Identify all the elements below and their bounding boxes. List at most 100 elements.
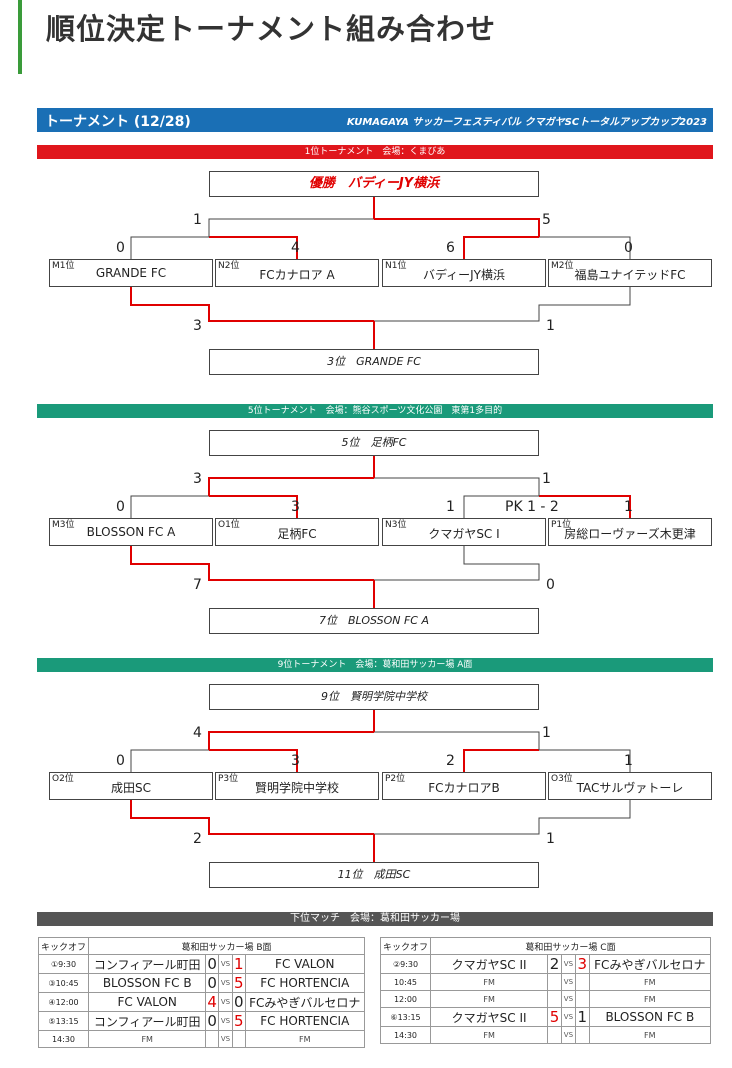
- away-team: FCみやぎバルセロナ: [244, 992, 366, 1012]
- pk-result: PK 1 - 2: [505, 499, 559, 515]
- vs-label: VS: [560, 954, 577, 974]
- bracket-connector: [539, 236, 631, 259]
- bracket-connector: [130, 495, 209, 518]
- away-score: [232, 1030, 246, 1048]
- winner-result-box: 5位 足柄FC: [209, 430, 539, 456]
- away-score: 0: [232, 992, 246, 1012]
- vs-label: VS: [217, 1030, 234, 1048]
- match-row: 12:00 FM VS FM: [379, 990, 712, 1008]
- kickoff-time: 14:30: [379, 1026, 432, 1044]
- match-row: ①9:30 コンフィアール町田 0 VS 1 FC VALON: [37, 954, 366, 974]
- team-name: BLOSSON FC A: [86, 525, 176, 539]
- bracket-connector: [463, 236, 539, 259]
- away-score: 5: [232, 973, 246, 993]
- away-score: [575, 973, 590, 991]
- team-box: P3位賢明学院中学校: [215, 772, 379, 800]
- vs-label: VS: [560, 990, 577, 1008]
- vs-label: VS: [560, 1007, 577, 1027]
- winner-result-box: 優勝 バディーJY横浜: [209, 171, 539, 197]
- team-name: 賢明学院中学校: [254, 781, 339, 795]
- score-final-right: 1: [542, 471, 551, 487]
- away-team: BLOSSON FC B: [588, 1007, 712, 1027]
- home-team: クマガヤSC II: [430, 954, 549, 974]
- team-name: FCカナロアB: [428, 781, 500, 795]
- title-accent-bar: [18, 0, 22, 74]
- home-team: FC VALON: [88, 992, 207, 1012]
- home-score: [547, 990, 562, 1008]
- kickoff-header: キックオフ: [37, 937, 90, 955]
- seed-tag: N2位: [218, 261, 240, 271]
- score-third-left: 7: [193, 577, 202, 593]
- home-score: [547, 1026, 562, 1044]
- vs-label: VS: [560, 1026, 577, 1044]
- home-team: FM: [430, 990, 549, 1008]
- lower-match-table: キックオフ 葛和田サッカー場 C面 ②9:30 クマガヤSC II 2 VS 3…: [379, 937, 712, 1044]
- home-score: [547, 973, 562, 991]
- bracket-connector: [209, 236, 298, 259]
- away-team: FM: [588, 990, 712, 1008]
- bracket-connector: [374, 218, 540, 237]
- match-row: 14:30 FM VS FM: [37, 1030, 366, 1048]
- score-third-right: 1: [546, 318, 555, 334]
- match-row: ⑤13:15 コンフィアール町田 0 VS 5 FC HORTENCIA: [37, 1011, 366, 1031]
- venue-header: 葛和田サッカー場 C面: [430, 937, 711, 955]
- match-row: ⑥13:15 クマガヤSC II 5 VS 1 BLOSSON FC B: [379, 1007, 712, 1027]
- bracket-connector: [374, 800, 631, 835]
- section-bar: 9位トーナメント 会場：葛和田サッカー場 A面: [37, 658, 713, 672]
- away-score: 1: [575, 1007, 590, 1027]
- match-row: 10:45 FM VS FM: [379, 973, 712, 991]
- seed-tag: O1位: [218, 520, 240, 530]
- bracket-connector: [374, 287, 631, 322]
- bracket-connector: [209, 495, 298, 518]
- seed-tag: N1位: [385, 261, 407, 271]
- score-final-left: 1: [193, 212, 202, 228]
- team-name: FCカナロア A: [259, 268, 335, 282]
- home-score: [205, 1030, 219, 1048]
- team-box: M1位 GRANDE FC: [49, 259, 213, 287]
- vs-label: VS: [560, 973, 577, 991]
- away-team: FM: [244, 1030, 366, 1048]
- seed-tag: M1位: [52, 261, 75, 271]
- score-third-right: 0: [546, 577, 555, 593]
- bracket-connector: [374, 546, 540, 581]
- home-team: FM: [430, 973, 549, 991]
- seed-tag: O3位: [551, 774, 573, 784]
- vs-label: VS: [217, 954, 234, 974]
- seed-tag: P1位: [551, 520, 572, 530]
- team-box: N2位 FCカナロア A: [215, 259, 379, 287]
- team-name: TACサルヴァトーレ: [576, 781, 684, 795]
- lower-matches-bar: 下位マッチ 会場：葛和田サッカー場: [37, 912, 713, 926]
- team-name: 足柄FC: [277, 527, 317, 541]
- score-semifinal-left: 0: [116, 499, 125, 515]
- home-score: 5: [547, 1007, 562, 1027]
- away-team: FC HORTENCIA: [244, 973, 366, 993]
- match-row: ③10:45 BLOSSON FC B 0 VS 5 FC HORTENCIA: [37, 973, 366, 993]
- bracket-connector: [130, 800, 374, 835]
- away-team: FM: [588, 973, 712, 991]
- home-team: FM: [88, 1030, 207, 1048]
- score-final-left: 3: [193, 471, 202, 487]
- bracket-connector: [463, 495, 539, 518]
- team-box: O1位足柄FC: [215, 518, 379, 546]
- score-semifinal-right: 1: [624, 499, 633, 515]
- team-name: GRANDE FC: [95, 266, 167, 280]
- home-score: 2: [547, 954, 562, 974]
- bracket-connector: [130, 287, 374, 322]
- home-team: BLOSSON FC B: [88, 973, 207, 993]
- away-team: FM: [588, 1026, 712, 1044]
- section-bar: 1位トーナメント 会場：くまびあ: [37, 145, 713, 159]
- third-result-box: 7位 BLOSSON FC A: [209, 608, 539, 634]
- away-score: 5: [232, 1011, 246, 1031]
- bracket-connector: [208, 477, 374, 496]
- third-result-box: 11位 成田SC: [209, 862, 539, 888]
- away-score: [575, 990, 590, 1008]
- home-score: 0: [205, 1011, 219, 1031]
- kickoff-time: ⑤13:15: [37, 1011, 90, 1031]
- team-name: 福島ユナイテッドFC: [574, 268, 686, 282]
- bracket-connector: [209, 749, 298, 772]
- kickoff-time: 12:00: [379, 990, 432, 1008]
- away-team: FC HORTENCIA: [244, 1011, 366, 1031]
